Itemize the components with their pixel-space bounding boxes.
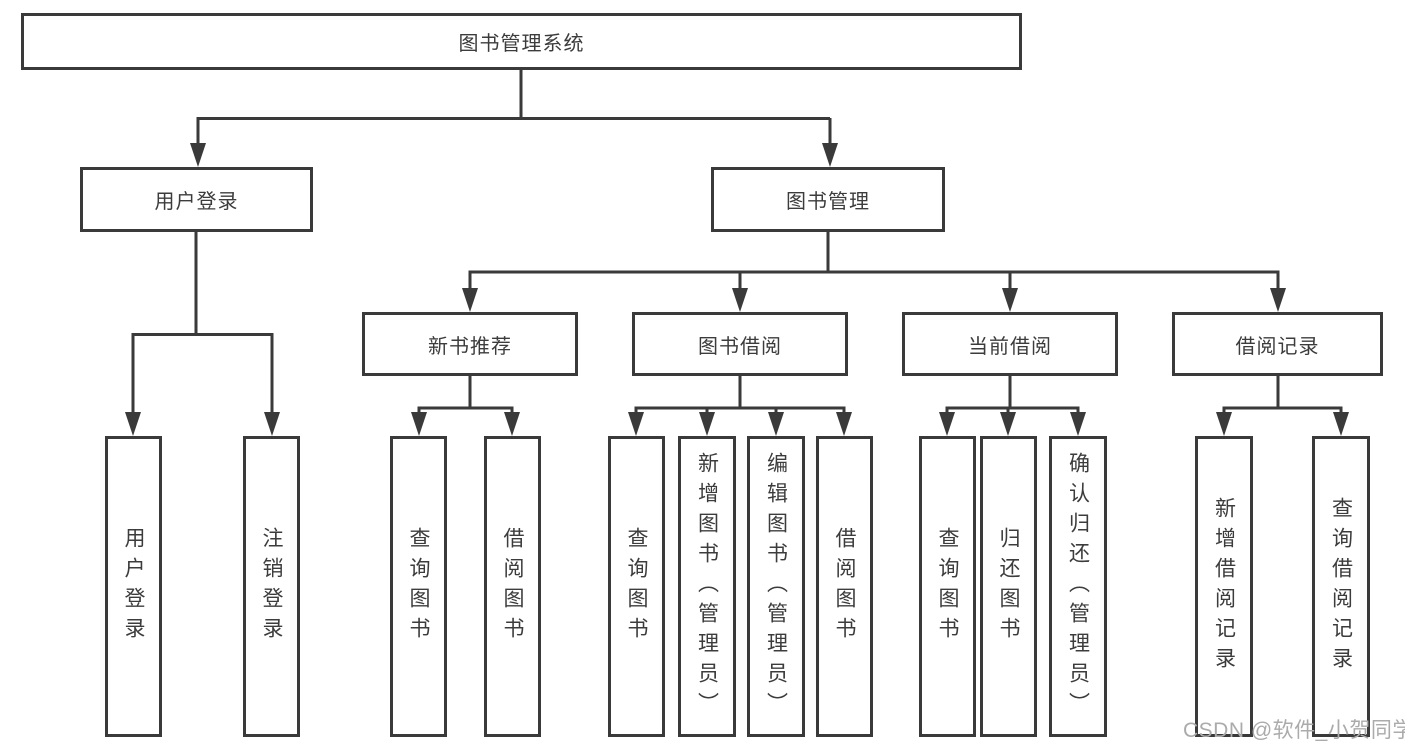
node-recommend-query-books-label: 查询图书 [407,526,430,647]
node-user-login-label: 用户登录 [154,191,239,213]
node-current-borrow: 当前借阅 [902,312,1118,376]
node-borrow-query-books-label: 查询图书 [625,526,648,647]
arrowheads [125,143,1349,436]
node-current-query-books-label: 查询图书 [936,526,959,647]
node-current-query-books: 查询图书 [919,436,976,737]
node-recommend-query-books: 查询图书 [390,436,447,737]
node-recommend-borrow-books: 借阅图书 [484,436,541,737]
node-current-borrow-label: 当前借阅 [968,335,1052,358]
node-records-query-record-label: 查询借阅记录 [1329,496,1353,677]
node-current-return-books: 归还图书 [980,436,1037,737]
node-records-query-record: 查询借阅记录 [1312,436,1370,737]
node-book-management-label: 图书管理 [786,191,870,213]
node-borrow-borrow-books-label: 借阅图书 [833,526,856,647]
node-logout: 注销登录 [243,436,300,737]
node-logout-label: 注销登录 [260,526,283,647]
node-current-confirm-return-admin: 确认归还（管理员） [1049,436,1107,737]
node-borrow-records-label: 借阅记录 [1235,335,1320,358]
node-borrow-borrow-books: 借阅图书 [816,436,873,737]
node-user-login: 用户登录 [80,167,313,232]
node-recommend-borrow-books-label: 借阅图书 [501,526,524,647]
node-borrow-add-books-admin: 新增图书（管理员） [678,436,736,737]
node-records-add-record: 新增借阅记录 [1195,436,1253,737]
node-root-label: 图书管理系统 [458,33,585,55]
node-borrow-add-books-admin-label: 新增图书（管理员） [695,451,719,722]
node-borrow-query-books: 查询图书 [608,436,665,737]
csdn-watermark: CSDN @软件_小贺同学 [1183,719,1405,742]
node-records-add-record-label: 新增借阅记录 [1212,496,1236,677]
node-root: 图书管理系统 [21,13,1022,70]
node-borrow-records: 借阅记录 [1172,312,1383,376]
node-book-management: 图书管理 [711,167,945,232]
node-borrow-edit-books-admin: 编辑图书（管理员） [747,436,805,737]
node-book-borrow-label: 图书借阅 [698,335,782,358]
node-new-book-recommend: 新书推荐 [362,312,578,376]
node-user-login-action: 用户登录 [105,436,162,737]
node-user-login-action-label: 用户登录 [122,526,145,647]
node-book-borrow: 图书借阅 [632,312,848,376]
node-current-return-books-label: 归还图书 [997,526,1020,647]
node-current-confirm-return-admin-label: 确认归还（管理员） [1066,451,1090,722]
node-new-book-recommend-label: 新书推荐 [428,335,512,358]
node-borrow-edit-books-admin-label: 编辑图书（管理员） [764,451,788,722]
